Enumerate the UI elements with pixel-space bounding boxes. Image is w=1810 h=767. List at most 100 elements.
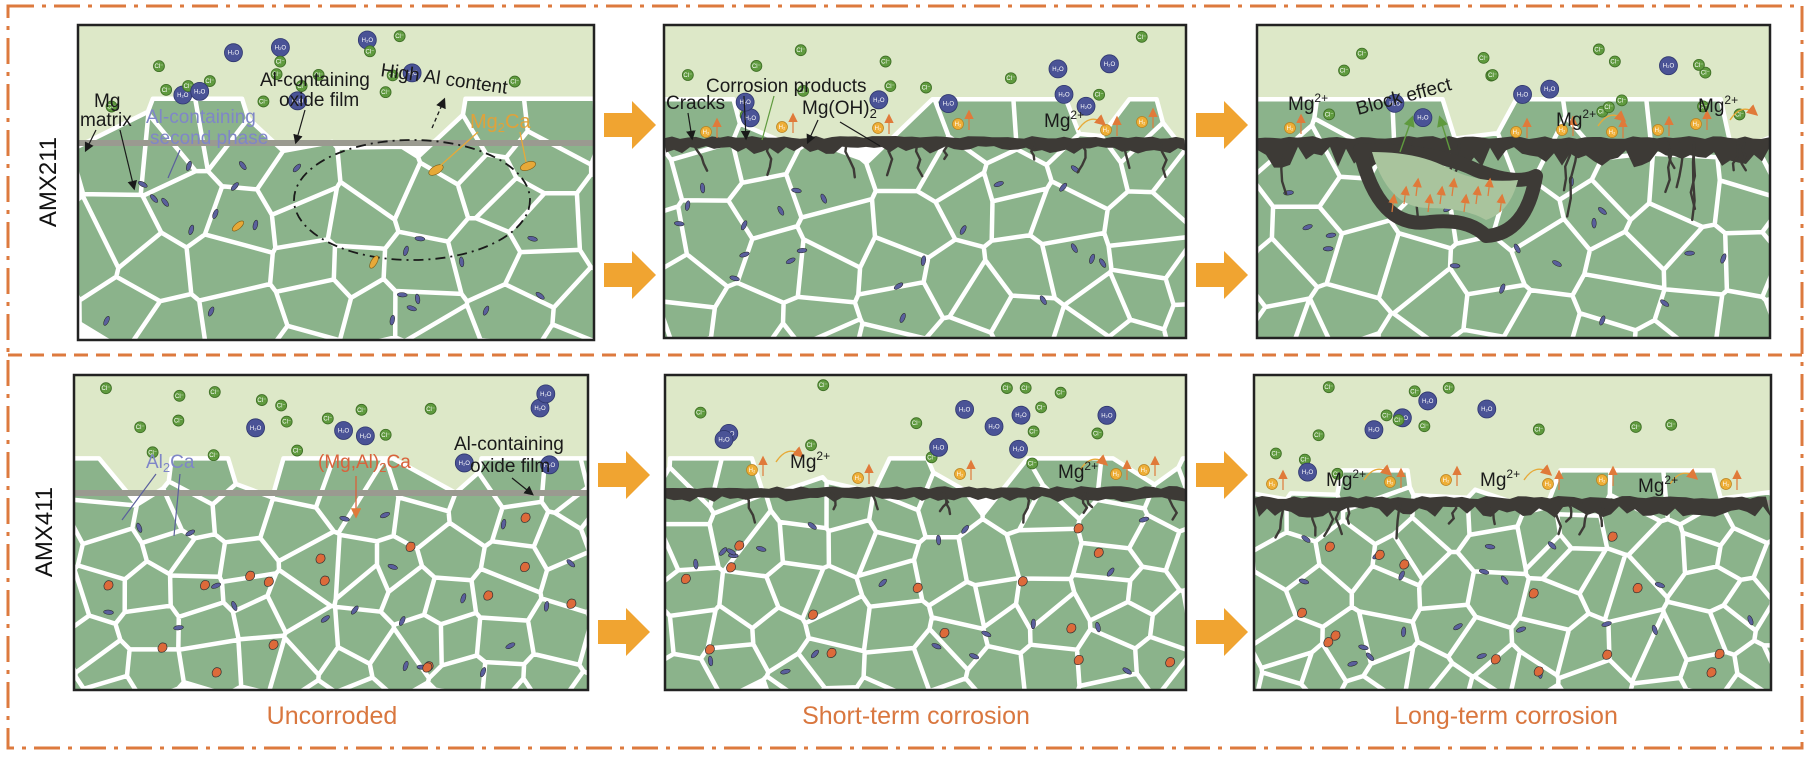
water-molecule-label: H₂O (228, 51, 240, 57)
block-arrow (1196, 451, 1248, 499)
panel-amx411-long-term: H₂OCl⁻H₂OH₂OCl⁻Cl⁻Cl⁻Cl⁻Cl⁻Cl⁻Cl⁻Cl⁻Cl⁻H… (1254, 375, 1771, 690)
chloride-ion (379, 428, 392, 441)
intermetallic-particle (245, 570, 256, 581)
second-phase-particle (1478, 568, 1490, 575)
second-phase-particle (1138, 516, 1150, 523)
chloride-ion-label: Cl⁻ (1598, 110, 1607, 116)
panel-amx211-short-term: Cl⁻Cl⁻Cl⁻Cl⁻H₂OCl⁻Cl⁻Cl⁻H₂OCl⁻H₂OH₂OCl⁻C… (664, 25, 1186, 338)
second-phase-particle (1099, 258, 1107, 268)
chloride-ion-label: Cl⁻ (696, 411, 705, 417)
second-phase-particle (173, 625, 184, 631)
chloride-ion-label: Cl⁻ (366, 49, 375, 55)
water-molecule (536, 384, 556, 404)
chloride-ion-label: Cl⁻ (1037, 405, 1046, 411)
second-phase-particle (756, 546, 767, 552)
mg-ion-release-arrow (1669, 468, 1699, 485)
water-molecule-label: H₂O (739, 100, 751, 106)
stage-label-long-term: Long-term corrosion (1394, 702, 1618, 730)
chloride-ion (817, 379, 830, 392)
water-molecule (929, 437, 949, 457)
second-phase-particle (1030, 618, 1036, 630)
water-molecule (1385, 93, 1405, 113)
hydrogen-label: H₂ (1287, 126, 1294, 132)
chloride-ion-label: Cl⁻ (922, 86, 931, 92)
second-phase-particle (1401, 626, 1407, 638)
label-mg-ion-left: Mg2+ (1288, 91, 1328, 115)
label-mg-ion-left: Mg2+ (790, 449, 830, 473)
chloride-ion-label: Cl⁻ (1358, 52, 1367, 58)
chloride-ion (1699, 66, 1712, 79)
second-phase-particle (807, 522, 817, 530)
second-phase-particle (1039, 295, 1047, 305)
chloride-ion (312, 68, 325, 81)
hydrogen-label: H₂ (1139, 120, 1146, 126)
hydrogen-bubble (776, 121, 788, 133)
second-phase-particle (1298, 578, 1310, 585)
second-phase-particle (969, 653, 980, 660)
water-molecule-label: H₂O (718, 437, 730, 443)
chloride-ion-label: Cl⁻ (807, 443, 816, 449)
water-molecule (1513, 85, 1532, 104)
panel-frame (76, 23, 596, 342)
water-molecule-label: H₂O (1104, 62, 1116, 68)
water-molecule (1054, 85, 1074, 104)
second-phase-particle (981, 630, 992, 638)
intermetallic-particle (1490, 654, 1501, 665)
second-phase-particle (380, 511, 390, 519)
second-phase-particle (414, 236, 426, 242)
chloride-ion-label: Cl⁻ (395, 34, 404, 40)
chloride-ion-label: Cl⁻ (1594, 47, 1603, 53)
second-phase-particle (1500, 575, 1509, 585)
second-phase-particle (399, 616, 406, 626)
chloride-ion-label: Cl⁻ (148, 450, 157, 456)
water-molecule-label: H₂O (933, 445, 945, 451)
trapped-hydrogen-arrow (1496, 193, 1506, 213)
chloride-ion (275, 399, 288, 412)
corrosion-crack (1550, 501, 1563, 536)
second-phase-particle (796, 248, 808, 254)
hydrogen-label: H₂ (1599, 478, 1606, 484)
hydrogen-bubble (1556, 124, 1568, 136)
second-phase-particle (292, 163, 301, 173)
block-effect-pocket (1353, 143, 1543, 243)
second-phase-particle (1095, 621, 1101, 633)
labels-panel-2: Cracks Corrosion products Mg(OH)2 Mg2+ (666, 76, 1084, 147)
panel-frame (663, 373, 1188, 692)
chloride-ion (750, 60, 763, 72)
chloride-ion-label: Cl⁻ (184, 84, 193, 90)
water-molecule (1048, 59, 1068, 79)
chloride-ion-label: Cl⁻ (314, 73, 323, 79)
corrosion-crack (1740, 141, 1747, 172)
chloride-ion-label: Cl⁻ (1325, 112, 1334, 118)
mg-ion-release-arrow (1079, 454, 1109, 471)
water-molecule-label: H₂O (406, 71, 418, 77)
water-molecule (540, 455, 559, 475)
water-molecule-label: H₂O (1389, 101, 1401, 107)
corrosion-crack (1578, 501, 1590, 536)
corrosion-crack (1310, 501, 1317, 537)
chloride-ion (1477, 51, 1490, 64)
intermetallic-particle (1073, 654, 1084, 666)
water-molecule-label: H₂O (1080, 104, 1092, 110)
chloride-ion-label: Cl⁻ (799, 89, 808, 95)
labels-panel-6: Mg2+ Mg2+ Mg2+ (1326, 467, 1678, 497)
water-molecule (1009, 439, 1028, 459)
second-phase-particle (1449, 263, 1461, 269)
second-phase-particle (1720, 253, 1727, 264)
high-al-region-outline (293, 139, 531, 261)
intermetallic-particle (912, 582, 923, 593)
labels-panel-5: Mg2+ Mg2+ (790, 449, 1098, 483)
second-phase-particle (415, 293, 421, 305)
second-phase-particle (726, 548, 736, 556)
chloride-ion (1093, 88, 1105, 101)
second-phase-particle (402, 660, 409, 672)
intermetallic-particle (422, 662, 433, 673)
second-phase-particle (1453, 623, 1463, 631)
second-phase-particle (482, 305, 490, 316)
corrosion-crack (691, 141, 709, 172)
second-phase-particle (406, 305, 417, 312)
chloride-ion-label: Cl⁻ (293, 449, 302, 455)
second-phase-particle (1552, 260, 1562, 267)
corrosion-crack (1029, 141, 1037, 161)
second-phase-particle (1499, 283, 1506, 294)
